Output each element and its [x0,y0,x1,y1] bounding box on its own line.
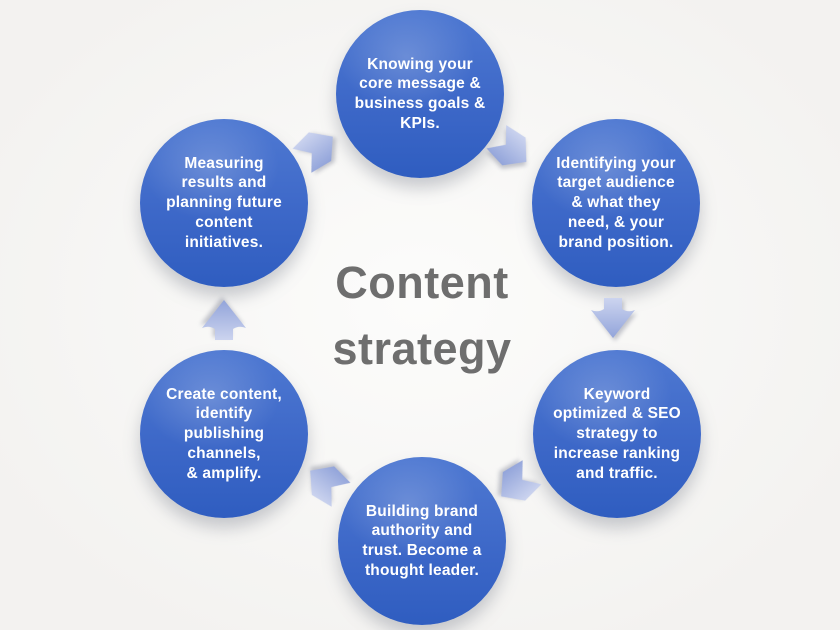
step-label: Keyword optimized & SEO strategy to incr… [553,385,681,482]
step-label: Knowing your core message & business goa… [354,55,486,132]
arrow-identifying-to-keyword-icon [588,297,638,339]
arrow-create-to-measuring-icon [199,299,249,341]
diagram-title: Content strategy [332,257,512,374]
step-label: Identifying your target audience & what … [556,154,676,251]
step-label: Building brand authority and trust. Beco… [362,502,482,579]
step-circle-knowing-core-message: Knowing your core message & business goa… [336,10,504,178]
step-label: Create content, identify publishing chan… [166,385,282,482]
step-circle-measuring-results: Measuring results and planning future co… [140,119,308,287]
step-circle-building-authority: Building brand authority and trust. Beco… [338,457,506,625]
step-circle-identifying-audience: Identifying your target audience & what … [532,119,700,287]
step-label: Measuring results and planning future co… [166,154,282,251]
step-circle-keyword-seo: Keyword optimized & SEO strategy to incr… [533,350,701,518]
step-circle-create-content: Create content, identify publishing chan… [140,350,308,518]
